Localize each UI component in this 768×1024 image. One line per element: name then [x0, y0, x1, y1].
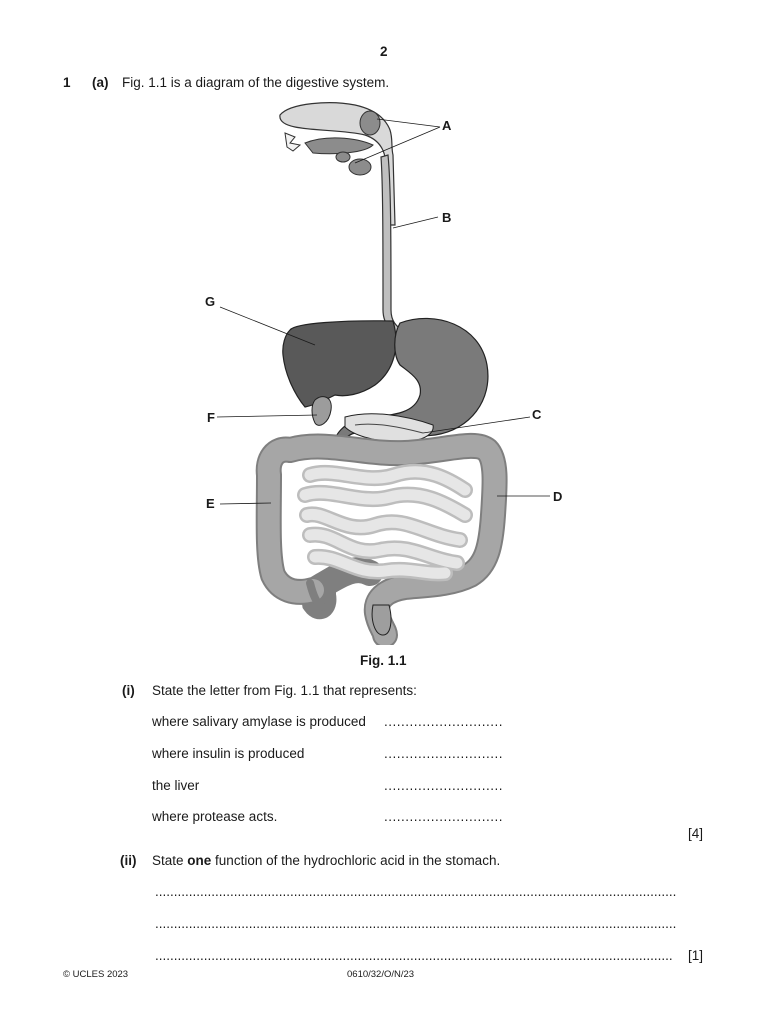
- gall-bladder: [311, 396, 332, 426]
- part-i-marks: [4]: [688, 826, 704, 841]
- label-a: A: [442, 118, 452, 133]
- footer-code: 0610/32/O/N/23: [347, 969, 415, 980]
- rectum: [371, 604, 392, 636]
- question-number: 1: [63, 75, 71, 90]
- part-ii-prompt-post: function of the hydrochloric acid in the…: [211, 853, 501, 868]
- label-c: C: [532, 407, 542, 422]
- pancreas: [344, 413, 434, 443]
- part-ii-prompt-bold: one: [187, 853, 212, 868]
- leader-line-g: [219, 306, 316, 346]
- label-g: G: [205, 294, 215, 309]
- salivary-gland-mid: [335, 151, 351, 163]
- label-d: D: [553, 489, 562, 504]
- leader-line-b: [392, 216, 439, 229]
- tongue: [304, 137, 374, 155]
- leader-line-a2: [354, 126, 441, 164]
- part-ii-prompt: State one function of the hydrochloric a…: [152, 853, 500, 868]
- answer-line-ii-3[interactable]: ........................................…: [155, 948, 673, 963]
- salivary-gland-bottom: [348, 158, 372, 176]
- answer-line-ii-1[interactable]: ........................................…: [155, 884, 677, 899]
- digestive-system-diagram: A B C D E F G: [195, 95, 585, 648]
- question-part: (a): [92, 75, 109, 90]
- answer-line-1[interactable]: ............................: [384, 714, 504, 729]
- part-ii-marks: [1]: [688, 948, 704, 963]
- part-i-marker: (i): [122, 683, 135, 698]
- part-ii-marker: (ii): [120, 853, 137, 868]
- question-intro: Fig. 1.1 is a diagram of the digestive s…: [122, 75, 390, 90]
- item-protease: where protease acts.: [152, 809, 278, 824]
- item-insulin: where insulin is produced: [152, 746, 305, 761]
- answer-line-3[interactable]: ............................: [384, 778, 504, 793]
- salivary-gland-top: [359, 110, 381, 136]
- item-liver: the liver: [152, 778, 200, 793]
- figure-caption: Fig. 1.1: [360, 653, 407, 668]
- label-f: F: [207, 410, 215, 425]
- part-ii-prompt-pre: State: [152, 853, 188, 868]
- appendix: [306, 579, 327, 611]
- answer-line-2[interactable]: ............................: [384, 746, 504, 761]
- page-number: 2: [380, 44, 388, 59]
- leader-line-e: [219, 502, 272, 505]
- part-i-prompt: State the letter from Fig. 1.1 that repr…: [152, 683, 417, 698]
- label-e: E: [206, 496, 215, 511]
- answer-line-ii-2[interactable]: ........................................…: [155, 916, 677, 931]
- answer-line-4[interactable]: ............................: [384, 809, 504, 824]
- leader-line-f: [216, 414, 318, 418]
- leader-line-c: [422, 416, 531, 434]
- liver: [282, 320, 397, 408]
- teeth: [284, 132, 302, 152]
- leader-line-a1: [376, 118, 441, 128]
- footer-copyright: © UCLES 2023: [63, 969, 129, 980]
- oesophagus: [380, 154, 415, 340]
- item-salivary-amylase: where salivary amylase is produced: [152, 714, 366, 729]
- label-b: B: [442, 210, 451, 225]
